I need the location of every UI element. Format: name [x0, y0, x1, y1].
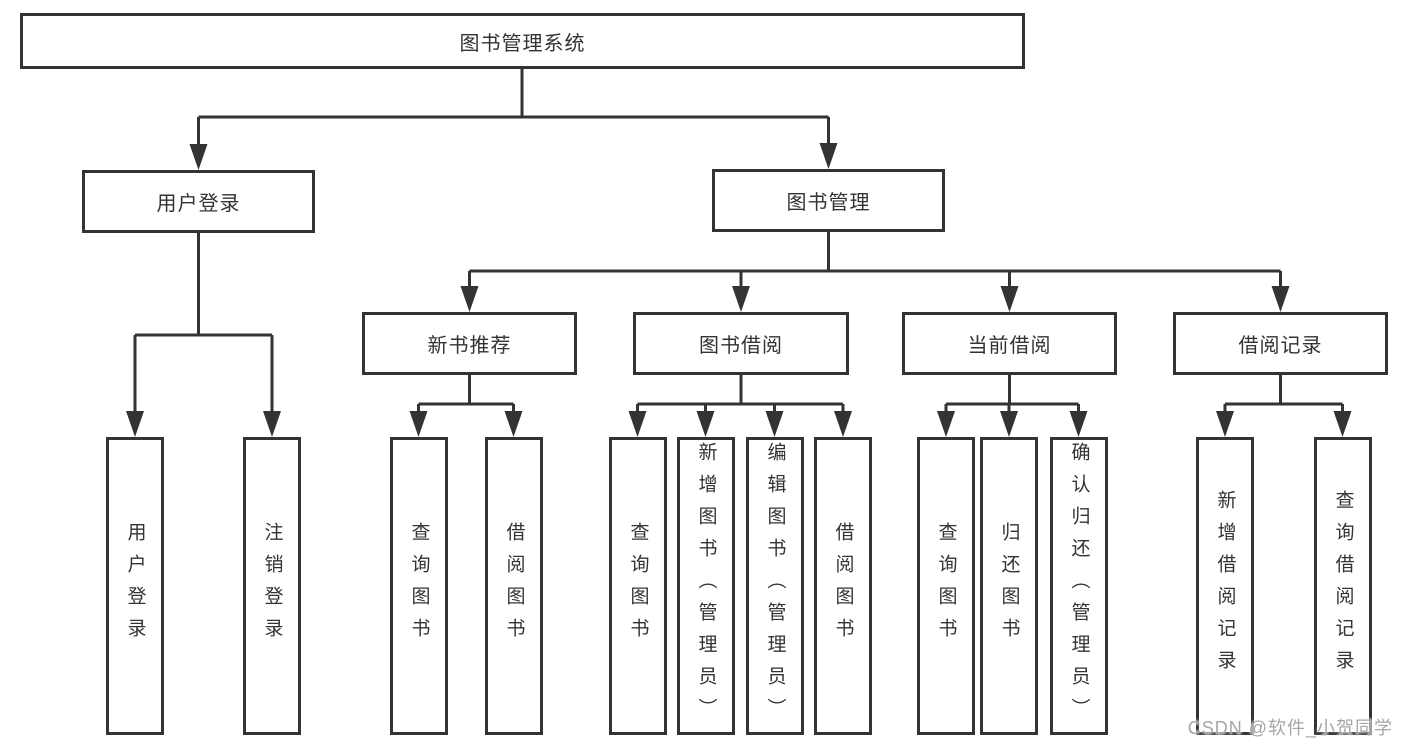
- arrow-icon: [126, 411, 144, 437]
- watermark-text: CSDN @软件_小贺同学: [1187, 718, 1393, 738]
- node-new-book-recommendation: 新书推荐: [362, 312, 577, 375]
- arrow-icon: [1000, 411, 1018, 437]
- node-label: 编辑图书（管理员）: [764, 442, 786, 730]
- node-user-login: 用户登录: [82, 170, 315, 233]
- arrow-icon: [1271, 286, 1290, 312]
- arrow-icon: [765, 411, 784, 437]
- node-label: 当前借阅: [967, 335, 1052, 357]
- arrow-icon: [628, 411, 647, 437]
- node-label: 用户登录: [124, 522, 146, 650]
- node-book-borrowing: 图书借阅: [633, 312, 849, 375]
- arrow-icon: [460, 286, 479, 312]
- arrow-icon: [409, 411, 428, 437]
- leaf-query-borrow-record: 查询借阅记录: [1314, 437, 1372, 735]
- node-label: 图书借阅: [699, 335, 783, 357]
- node-label: 用户登录: [156, 193, 241, 215]
- node-label: 图书管理: [786, 192, 871, 214]
- arrow-icon: [696, 411, 715, 437]
- leaf-add-borrow-record: 新增借阅记录: [1196, 437, 1254, 735]
- leaf-query-books-recommend: 查询图书: [390, 437, 448, 735]
- arrow-icon: [732, 286, 750, 312]
- leaf-borrow-books-recommend: 借阅图书: [485, 437, 543, 735]
- node-label: 查询图书: [627, 522, 649, 650]
- node-label: 归还图书: [998, 522, 1020, 650]
- arrowheads: [126, 143, 1352, 437]
- leaf-logout: 注销登录: [243, 437, 301, 735]
- leaf-edit-book-admin: 编辑图书（管理员）: [746, 437, 804, 735]
- arrow-icon: [834, 411, 852, 437]
- node-label: 借阅图书: [832, 522, 854, 650]
- arrow-icon: [937, 411, 955, 437]
- arrow-icon: [189, 144, 208, 170]
- leaf-query-books-borrowing: 查询图书: [609, 437, 667, 735]
- node-label: 新增借阅记录: [1214, 490, 1236, 682]
- node-book-management: 图书管理: [712, 169, 945, 232]
- node-label: 查询图书: [935, 522, 957, 650]
- leaf-user-login: 用户登录: [106, 437, 164, 735]
- leaf-confirm-return-admin: 确认归还（管理员）: [1050, 437, 1108, 735]
- node-label: 借阅记录: [1238, 335, 1323, 357]
- node-label: 借阅图书: [503, 522, 525, 650]
- node-label: 新书推荐: [427, 335, 512, 357]
- node-borrowing-records: 借阅记录: [1173, 312, 1388, 375]
- leaf-add-book-admin: 新增图书（管理员）: [677, 437, 735, 735]
- arrow-icon: [1216, 411, 1234, 437]
- arrow-icon: [504, 411, 523, 437]
- arrow-icon: [1333, 411, 1352, 437]
- arrow-icon: [1000, 286, 1019, 312]
- node-current-borrowing: 当前借阅: [902, 312, 1117, 375]
- node-label: 查询图书: [408, 522, 430, 650]
- node-label: 新增图书（管理员）: [695, 442, 717, 730]
- node-label: 查询借阅记录: [1332, 490, 1354, 682]
- node-label: 确认归还（管理员）: [1068, 442, 1090, 730]
- node-library-management-system: 图书管理系统: [20, 13, 1025, 69]
- node-label: 注销登录: [261, 522, 283, 650]
- arrow-icon: [819, 143, 838, 169]
- leaf-query-books-current: 查询图书: [917, 437, 975, 735]
- connector-lines: [133, 69, 1344, 433]
- node-label: 图书管理系统: [459, 32, 586, 55]
- leaf-borrow-books: 借阅图书: [814, 437, 872, 735]
- arrow-icon: [1069, 411, 1088, 437]
- leaf-return-book: 归还图书: [980, 437, 1038, 735]
- arrow-icon: [263, 411, 281, 437]
